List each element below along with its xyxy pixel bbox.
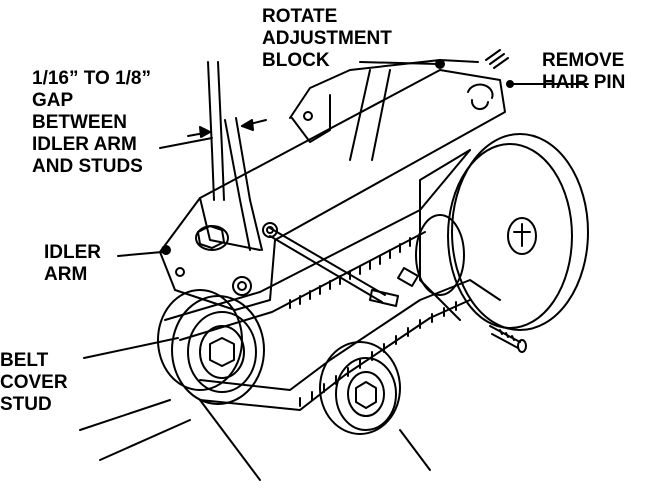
callout-line: BELT [0,350,49,371]
upper-bracket [289,59,479,161]
callout-idler-arm: IDLER ARM [44,242,101,286]
callout-line: BETWEEN [32,112,127,133]
callout-rotate-adjustment-block: ROTATE ADJUSTMENT BLOCK [262,6,392,72]
driven-pulley [415,133,589,331]
leader-lines [83,61,589,359]
adjustment-rod [262,222,399,307]
gap-arrows [187,119,267,138]
hair-pin-assembly [435,49,514,111]
idler-pulley [157,289,265,405]
idler-nut [161,225,229,255]
callout-line: AND STUDS [32,156,143,177]
callout-line: IDLER ARM [32,134,137,155]
callout-line: REMOVE [542,50,625,71]
callout-line: STUD [0,394,52,415]
callout-line: HAIR PIN [542,72,626,93]
callout-belt-cover-stud: BELT COVER STUD [0,350,68,416]
frame-lines-bottom [79,399,431,481]
callout-line: ARM [44,264,88,285]
callout-line: GAP [32,90,74,111]
callout-line: BLOCK [262,50,330,71]
callout-gap-between-idler-and-studs: 1/16” TO 1/8” GAP BETWEEN IDLER ARM AND … [32,68,151,178]
belt-cover-stud [397,267,527,353]
callout-line: ROTATE [262,6,338,27]
callout-line: COVER [0,372,68,393]
callout-line: IDLER [44,242,101,263]
callout-remove-hair-pin: REMOVE HAIR PIN [542,50,625,94]
idler-arm-plate [159,69,506,311]
callout-line: ADJUSTMENT [262,28,392,49]
frame-rails [207,61,263,251]
drive-pulley [319,341,401,435]
callout-line: 1/16” TO 1/8” [32,68,151,89]
